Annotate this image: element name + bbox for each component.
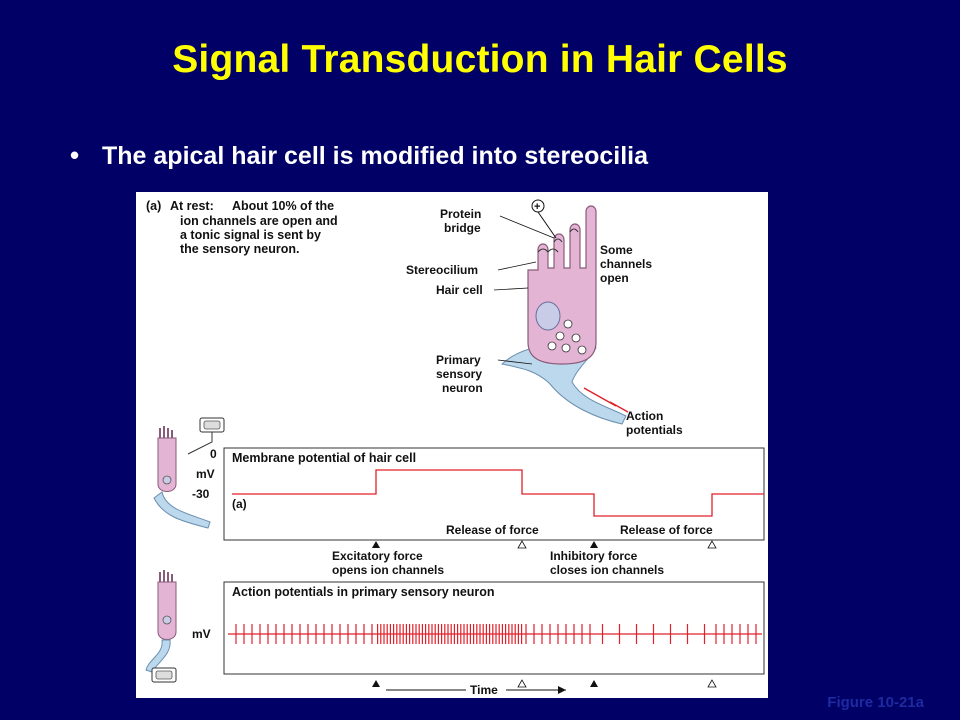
rest-line-2: ion channels are open and	[180, 214, 338, 228]
time-marker-2	[517, 679, 527, 688]
release-marker-right	[707, 540, 717, 549]
rest-heading: At rest:	[170, 199, 214, 213]
nucleus-shape	[535, 301, 561, 331]
primary-neuron-label-3: neuron	[442, 381, 483, 395]
small-hair-cell-upper	[153, 417, 225, 529]
figure-panel: (a) At rest: About 10% of the ion channe…	[136, 192, 768, 698]
membrane-plot-title: Membrane potential of hair cell	[232, 451, 416, 465]
release-force-label-right: Release of force	[620, 523, 713, 537]
bullet-item: • The apical hair cell is modified into …	[70, 140, 648, 171]
bullet-dot-icon: •	[70, 140, 80, 170]
hair-cell-label: Hair cell	[436, 283, 483, 297]
primary-neuron-label-1: Primary	[436, 353, 481, 367]
inhibitory-label-2: closes ion channels	[550, 563, 664, 577]
action-potentials-label-1: Action	[626, 409, 663, 423]
svg-text:+: +	[534, 201, 540, 213]
action-plot-title: Action potentials in primary sensory neu…	[232, 585, 495, 599]
action-plot-frame	[223, 581, 765, 675]
membrane-sub-label: (a)	[232, 497, 247, 511]
some-channels-label-2: channels	[600, 257, 652, 271]
membrane-unit: mV	[196, 467, 215, 481]
some-channels-label-3: open	[600, 271, 629, 285]
inhibitory-label-1: Inhibitory force	[550, 549, 638, 563]
membrane-tick-minus30: -30	[192, 487, 210, 501]
excitatory-label-1: Excitatory force	[332, 549, 423, 563]
action-potential-spikes	[235, 624, 757, 644]
rest-line-4: the sensory neuron.	[180, 242, 299, 256]
some-channels-label-1: Some	[600, 243, 633, 257]
release-marker-left	[517, 540, 527, 549]
stereocilium-label: Stereocilium	[406, 263, 478, 277]
hair-cell-diagram: (a) At rest: About 10% of the ion channe…	[145, 199, 765, 697]
excitatory-label-2: opens ion channels	[332, 563, 444, 577]
protein-bridge-label-2: bridge	[444, 221, 481, 235]
small-hair-cell-lower	[145, 570, 177, 683]
figure-caption: Figure 10-21a	[827, 694, 924, 711]
primary-neuron-label-2: sensory	[436, 367, 482, 381]
release-force-label-left: Release of force	[446, 523, 539, 537]
inhibitory-marker	[590, 541, 598, 548]
panel-label: (a)	[146, 199, 161, 213]
rest-line-3: a tonic signal is sent by	[180, 228, 321, 242]
hair-cell-body-shape	[527, 205, 597, 365]
time-label: Time	[470, 683, 498, 697]
action-plot-unit: mV	[192, 627, 211, 641]
time-marker-3	[590, 680, 598, 687]
protein-bridge-label-1: Protein	[440, 207, 481, 221]
time-marker-1	[372, 680, 380, 687]
action-potentials-label-2: potentials	[626, 423, 683, 437]
membrane-potential-trace	[232, 469, 764, 517]
time-marker-4	[707, 679, 717, 688]
bullet-text: The apical hair cell is modified into st…	[102, 142, 648, 170]
rest-line-1: About 10% of the	[232, 199, 334, 213]
hair-cell-illustration: +	[500, 199, 627, 425]
slide-title: Signal Transduction in Hair Cells	[172, 38, 788, 81]
membrane-tick-zero: 0	[210, 447, 217, 461]
excitatory-marker	[372, 541, 380, 548]
